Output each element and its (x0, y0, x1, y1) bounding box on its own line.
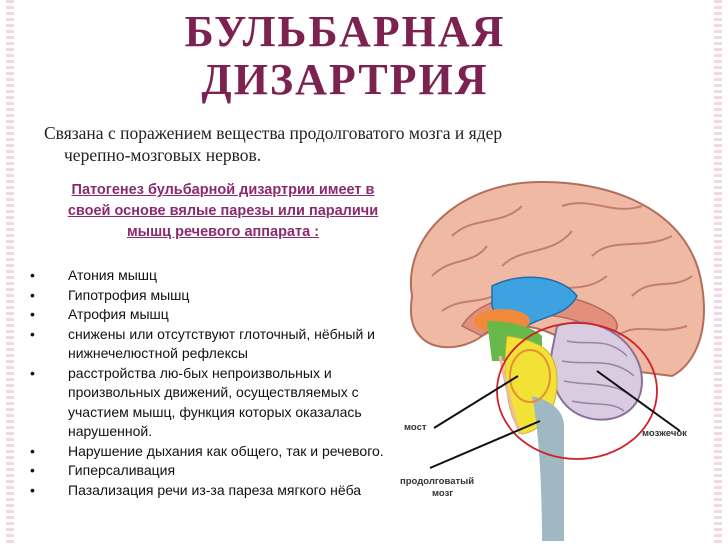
label-most: мост (404, 422, 427, 433)
list-item: Нарушение дыхания как общего, так и рече… (28, 442, 388, 462)
page-title: БУЛЬБАРНАЯ ДИЗАРТРИЯ (184, 7, 506, 104)
list-item: Гиперсаливация (28, 461, 388, 481)
list-item: Гипотрофия мышц (28, 286, 388, 306)
list-item: Атрофия мышц (28, 305, 388, 325)
pons-edge (498, 355, 522, 435)
pathogenesis-text: Патогенез бульбарной дизартрии имеет в с… (67, 182, 379, 240)
decorative-border-right (714, 0, 722, 546)
highlight-ring (496, 322, 658, 460)
pathogenesis-heading: Патогенез бульбарной дизартрии имеет в с… (58, 180, 388, 243)
pointer-medulla (429, 420, 541, 469)
symptom-list: Атония мышц Гипотрофия мышц Атрофия мышц… (28, 266, 388, 500)
list-item: расстройства лю-бых непроизвольных и про… (28, 364, 388, 442)
subtitle-line-2: черепно-мозговых нервов. (64, 145, 262, 165)
subtitle-line-1: Связана с поражением вещества продолгова… (44, 123, 503, 143)
label-medulla-line-1: продолговатый (400, 476, 475, 487)
decorative-border-left (6, 0, 14, 546)
pointer-cerebellum (596, 370, 681, 432)
brain-diagram-svg (409, 180, 705, 541)
medulla-shape (532, 396, 564, 541)
label-medulla-line-2: мозг (432, 488, 454, 499)
label-cerebellum: мозжечок (642, 428, 687, 439)
list-item: Атония мышц (28, 266, 388, 286)
list-item: Пазализация речи из-за пареза мягкого нё… (28, 481, 388, 501)
list-item: снижены или отсутствуют глоточный, нёбны… (28, 325, 388, 364)
pons-outline (509, 349, 551, 403)
brain-illustration: мост мозжечок продолговатый мозг (392, 176, 712, 544)
subtitle: Связана с поражением вещества продолгова… (44, 122, 688, 166)
pointer-most (433, 375, 519, 429)
